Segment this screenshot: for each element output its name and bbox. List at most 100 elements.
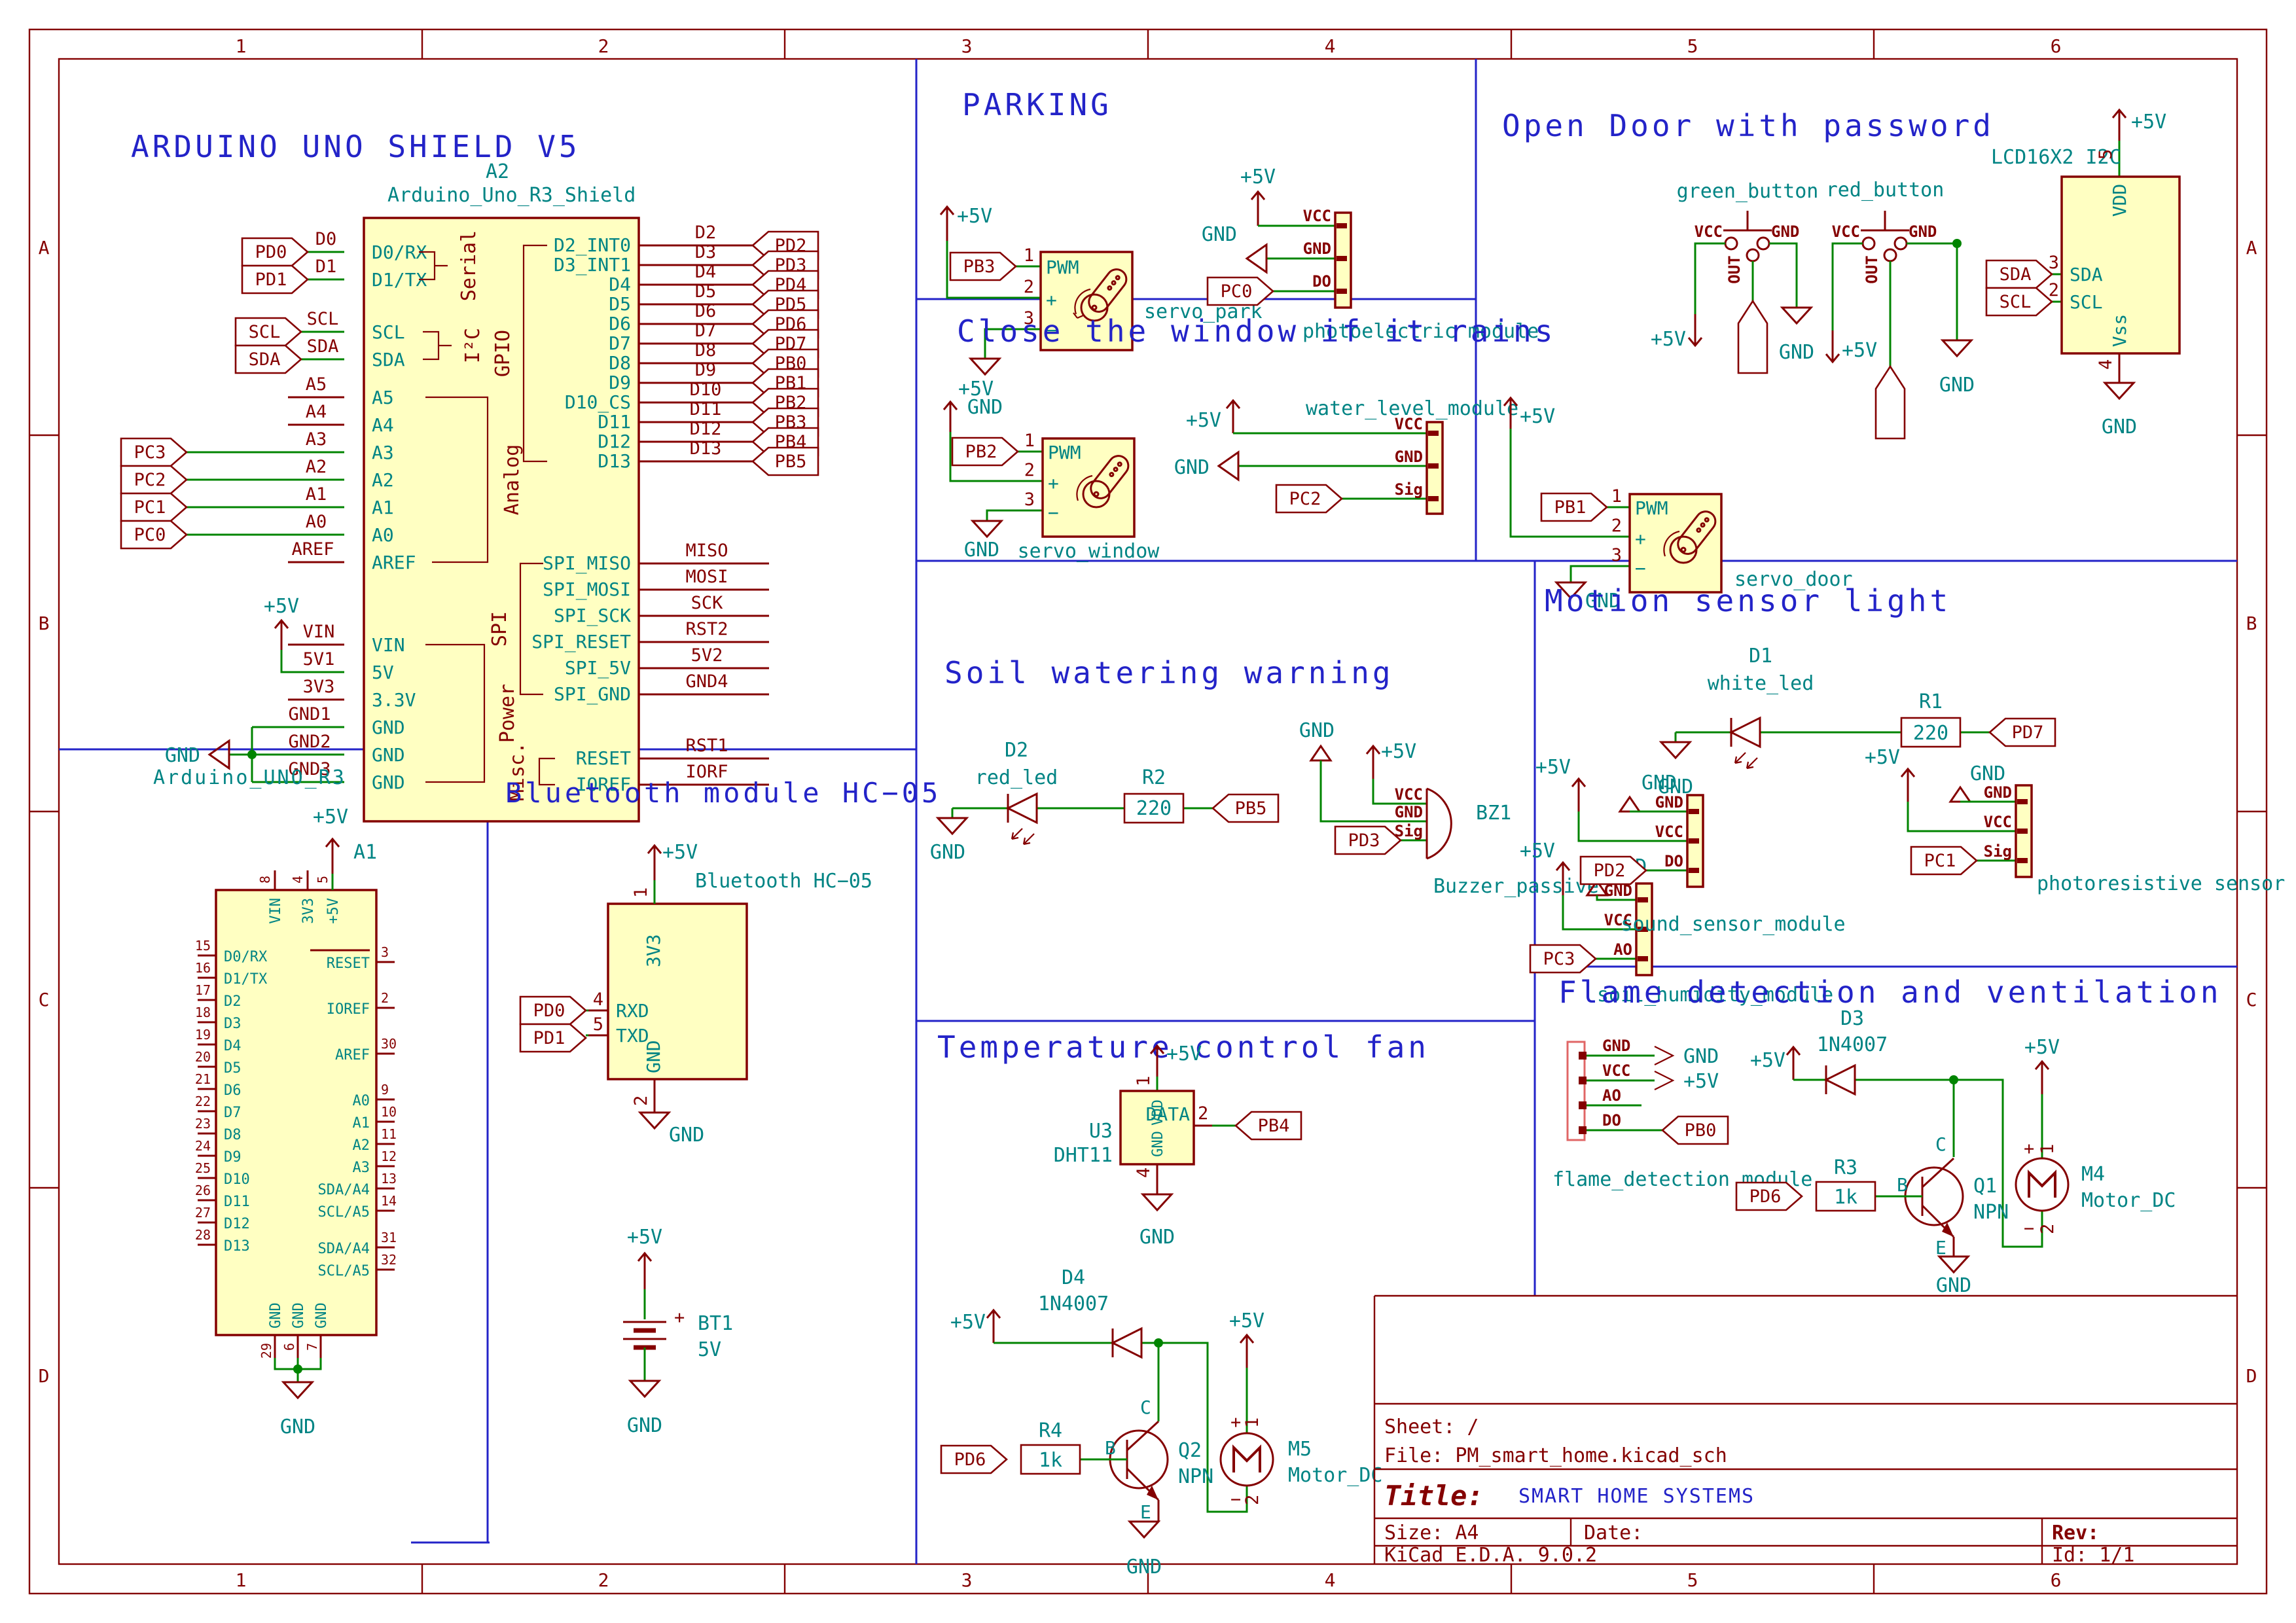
- global-label[interactable]: PD2: [1579, 855, 1647, 885]
- component-ref[interactable]: R3: [1834, 1156, 1857, 1179]
- component-value[interactable]: 1k: [1834, 1186, 1857, 1209]
- global-label[interactable]: PB5: [1211, 793, 1280, 823]
- global-label[interactable]: PD7: [1988, 717, 2056, 747]
- gnd-flag-label: GND: [1970, 762, 2005, 785]
- component-value[interactable]: 1N4007: [1817, 1033, 1888, 1056]
- pin-name: A4: [372, 414, 394, 436]
- power-flag-label: +5V: [1381, 740, 1416, 763]
- pin-name: D3: [224, 1016, 242, 1032]
- component-ref[interactable]: Q2: [1178, 1439, 1202, 1462]
- component-value[interactable]: Motor_DC: [2081, 1189, 2176, 1212]
- component-ref[interactable]: R4: [1039, 1419, 1062, 1442]
- pin-number: 2: [2037, 1224, 2058, 1234]
- global-label[interactable]: PC3: [120, 437, 188, 467]
- section-title: Soil watering warning: [944, 655, 1394, 690]
- bt-body[interactable]: [607, 902, 748, 1080]
- component-ref[interactable]: R2: [1142, 766, 1166, 789]
- global-label[interactable]: PB3: [949, 251, 1017, 281]
- global-label[interactable]: SDA: [234, 344, 302, 374]
- section-title: ARDUINO UNO SHIELD V5: [131, 129, 581, 164]
- pin-name: AO: [1613, 940, 1632, 959]
- global-label[interactable]: PC3: [1529, 944, 1597, 974]
- global-label[interactable]: PB4: [1234, 1111, 1302, 1141]
- uno-graphics: [198, 837, 395, 1400]
- component-value[interactable]: white_led: [1708, 672, 1814, 695]
- global-label[interactable]: PC0: [120, 520, 188, 550]
- global-label[interactable]: PD6: [940, 1444, 1008, 1474]
- pin-number: 30: [381, 1036, 397, 1052]
- pin-name: VIN: [372, 634, 405, 656]
- component-ref[interactable]: BT1: [698, 1312, 733, 1335]
- component-ref[interactable]: D1: [1749, 645, 1772, 668]
- global-label[interactable]: PD0: [241, 237, 309, 267]
- global-label[interactable]: PB0: [1661, 1115, 1729, 1145]
- component-value[interactable]: 220: [1913, 722, 1948, 745]
- global-label[interactable]: SDA: [1985, 259, 2053, 289]
- net-label: A3: [306, 429, 327, 450]
- global-label[interactable]: PD5: [1737, 299, 2296, 1623]
- component-ref[interactable]: D2: [1005, 739, 1028, 762]
- global-label[interactable]: PD6: [1735, 1181, 1803, 1211]
- global-label[interactable]: PC0: [1206, 276, 1274, 306]
- svg-text:SDA: SDA: [249, 349, 281, 370]
- global-label[interactable]: PC2: [120, 465, 188, 495]
- gnd-flag-label: GND: [1585, 590, 1621, 613]
- pin-name: DO: [1312, 272, 1331, 291]
- global-label[interactable]: PD4: [1874, 365, 2296, 1623]
- global-label[interactable]: PD1: [519, 1023, 587, 1053]
- component-ref[interactable]: A1: [353, 841, 377, 864]
- component-ref[interactable]: M5: [1288, 1438, 1312, 1461]
- global-label[interactable]: SCL: [234, 317, 302, 347]
- component-ref[interactable]: D4: [1062, 1266, 1085, 1289]
- component-ref[interactable]: BZ1: [1476, 802, 1511, 825]
- power-flag-label: +5V: [1520, 840, 1555, 863]
- pin-name: SPI_GND: [554, 683, 631, 705]
- component-value[interactable]: 1k: [1039, 1449, 1062, 1472]
- net-label: GND4: [685, 671, 728, 692]
- pin-number: 4: [2096, 359, 2116, 370]
- component-ref[interactable]: D3: [1840, 1007, 1864, 1030]
- component-value[interactable]: Arduino_Uno_R3_Shield: [387, 184, 636, 207]
- global-label[interactable]: PB1: [1540, 492, 1608, 522]
- component-value[interactable]: red_led: [975, 766, 1058, 789]
- net-label: D8: [695, 340, 717, 361]
- component-value[interactable]: DHT11: [1054, 1144, 1113, 1167]
- pin-number: 4: [593, 990, 603, 1010]
- global-label[interactable]: PB2: [951, 437, 1019, 467]
- component-value[interactable]: 5V: [698, 1338, 721, 1361]
- component-ref[interactable]: Q1: [1973, 1175, 1997, 1198]
- global-label[interactable]: PD3: [1334, 825, 1402, 855]
- tb-kicad: KiCad E.D.A. 9.0.2: [1384, 1544, 1597, 1567]
- gnd-flag-label: GND: [1936, 1274, 1971, 1297]
- pin-number: 13: [381, 1171, 397, 1186]
- global-label[interactable]: PD1: [241, 264, 309, 294]
- shield-body[interactable]: [363, 217, 640, 823]
- component-ref[interactable]: M4: [2081, 1163, 2105, 1186]
- component-ref[interactable]: U3: [1089, 1120, 1113, 1143]
- pin-name: GND: [1303, 240, 1331, 258]
- uno-body[interactable]: [215, 889, 378, 1336]
- component-value[interactable]: 1N4007: [1038, 1293, 1109, 1315]
- component-value[interactable]: Motor_DC: [1288, 1464, 1383, 1487]
- component-ref[interactable]: A2: [486, 160, 509, 183]
- pin-name: SPI_RESET: [531, 631, 631, 653]
- soil-module-graphics: [1555, 861, 1653, 976]
- component-value[interactable]: NPN: [1973, 1201, 2009, 1224]
- pin-name: SCL: [372, 321, 405, 343]
- power-flag-label: +5V: [2131, 111, 2166, 134]
- global-label[interactable]: PC2: [1275, 484, 1343, 514]
- pin-name: D7: [224, 1105, 242, 1121]
- pin-name: SDA/A4: [318, 1182, 370, 1198]
- component-ref[interactable]: R1: [1919, 690, 1943, 713]
- component-value[interactable]: NPN: [1178, 1465, 1213, 1488]
- global-label[interactable]: PC1: [1910, 846, 1978, 876]
- component-value[interactable]: 220: [1136, 797, 1172, 820]
- component-value[interactable]: Buzzer_passive: [1433, 875, 1599, 898]
- global-label[interactable]: PC1: [120, 492, 188, 522]
- net-label: D2: [695, 223, 717, 243]
- pin-number: 3: [1611, 545, 1622, 565]
- global-label[interactable]: PB5: [751, 446, 819, 476]
- pin-name: TXD: [616, 1025, 649, 1046]
- global-label[interactable]: PD0: [519, 995, 587, 1026]
- global-label[interactable]: SCL: [1985, 287, 2053, 317]
